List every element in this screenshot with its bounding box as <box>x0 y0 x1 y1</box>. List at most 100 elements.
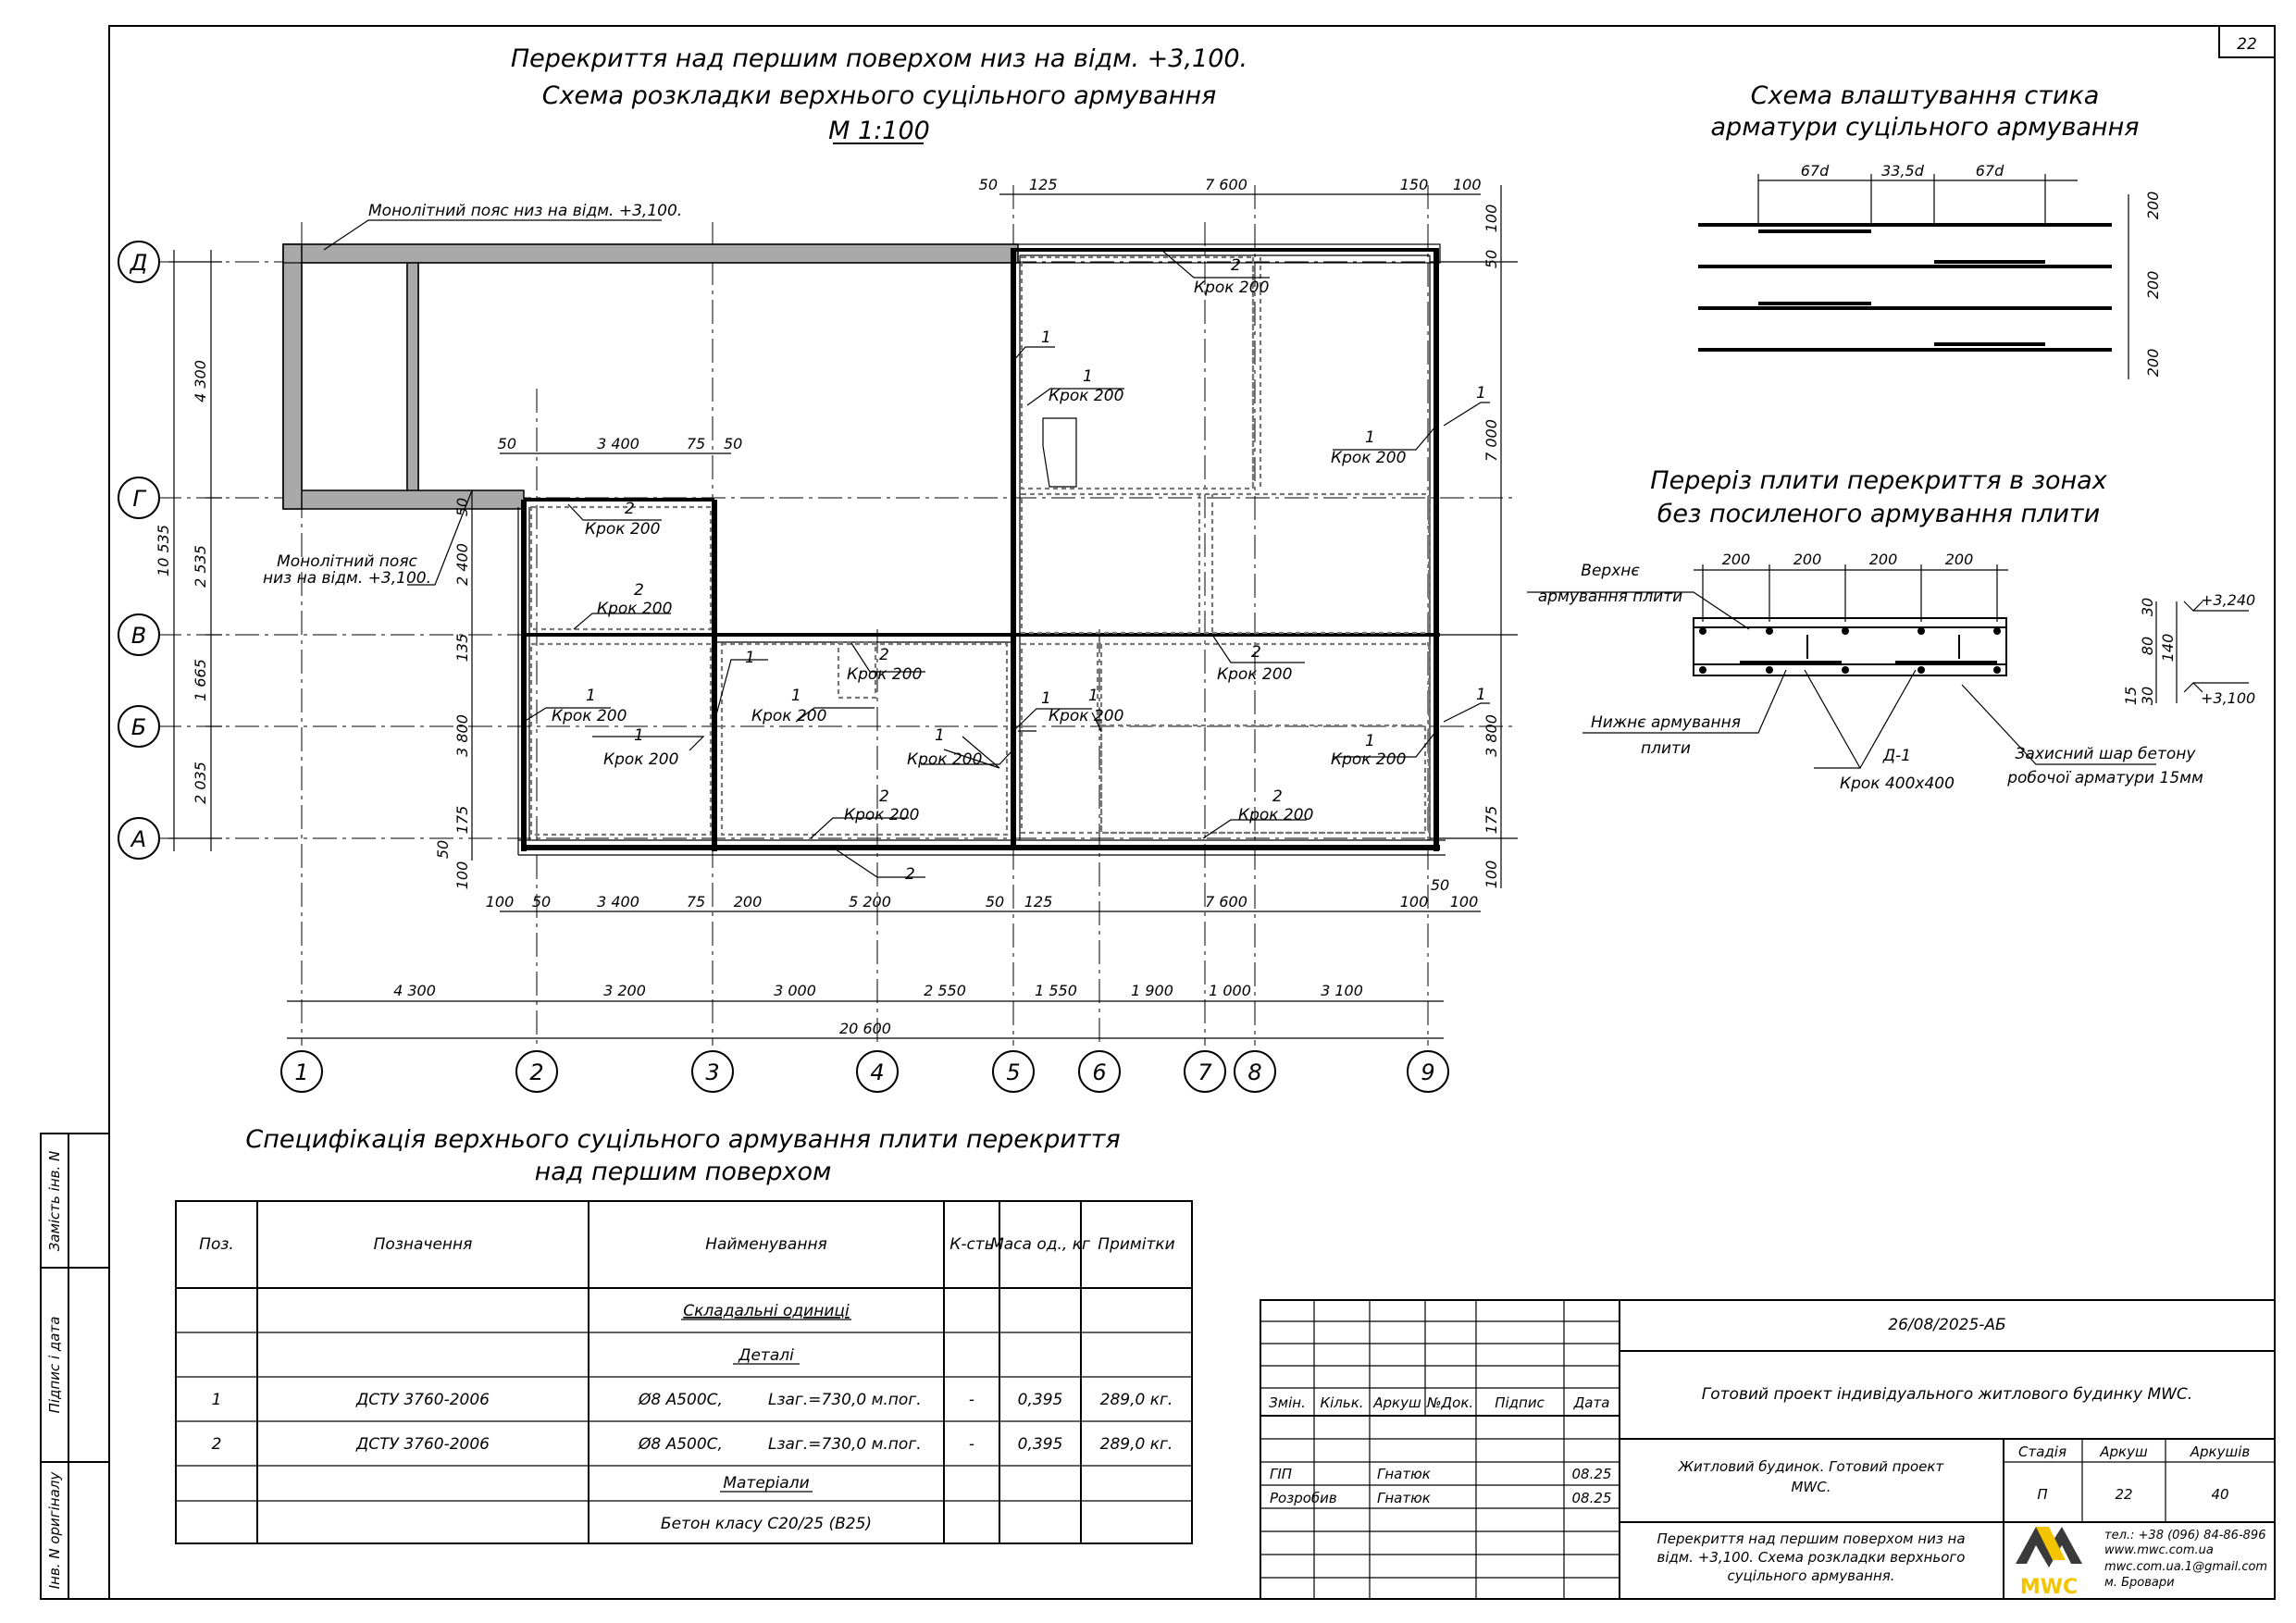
spec-pos: 2 <box>212 1435 222 1454</box>
pos-label: 2 <box>879 646 889 664</box>
dim-lower: 3 400 <box>597 893 639 911</box>
tb-name-2: Гнатюк <box>1377 1490 1431 1506</box>
dim-bottom: 3 000 <box>774 982 816 999</box>
sheet-number: 22 <box>2237 35 2257 54</box>
step-label: Крок 200 <box>847 665 922 684</box>
dim-lower: 100 <box>1400 893 1429 911</box>
step-label: Крок 200 <box>552 707 627 725</box>
section-vdim: 30 <box>2139 687 2156 705</box>
pos-label: 2 <box>879 787 889 806</box>
dim-bottom: 3 200 <box>603 982 646 999</box>
tb-sheets: 40 <box>2211 1486 2228 1503</box>
axis-col-label: 9 <box>1421 1059 1434 1085</box>
pos-label: 2 <box>905 865 915 884</box>
dim-right: 7 000 <box>1483 419 1500 462</box>
tb-contact: м. Бровари <box>2104 1576 2175 1590</box>
joint-title-line2: арматури суцільного армування <box>1711 113 2140 142</box>
joint-dim: 33,5d <box>1881 162 1925 180</box>
dim-left: 1 665 <box>192 659 209 701</box>
dim-lower: 50 <box>532 893 551 911</box>
tb-date-2: 08.25 <box>1572 1490 1612 1506</box>
dim-lower: 100 <box>1450 893 1479 911</box>
axis-col-label: 2 <box>529 1059 543 1085</box>
dim-lower: 7 600 <box>1205 893 1247 911</box>
slab-section: Переріз плити перекриття в зонах без пос… <box>1527 466 2255 793</box>
dim-right: 175 <box>1483 806 1500 835</box>
title-block: Змін. Кільк. Аркуш №Док. Підпис Дата ГІП… <box>1260 1299 2276 1600</box>
dim-bottom: 4 300 <box>393 982 436 999</box>
stamp-orig-inv: Інв. N оригіналу <box>46 1471 63 1590</box>
dim-inner: 100 <box>453 861 471 890</box>
step-label: Крок 200 <box>1238 806 1313 824</box>
spec-section-assemblies: Складальні одиниці <box>683 1302 850 1320</box>
spec-mass: 0,395 <box>1018 1435 1063 1454</box>
spec-header-note: Примітки <box>1098 1235 1174 1254</box>
plan-leaders: Монолітний пояс низ на відм. +3,100. Мон… <box>263 202 1490 884</box>
dim-lower: 75 <box>687 893 705 911</box>
tb-desc-1: Перекриття над першим поверхом низ на <box>1657 1530 1965 1547</box>
axis-col-label: 4 <box>870 1059 884 1085</box>
tb-project: Готовий проект індивідуального житлового… <box>1702 1385 2192 1404</box>
dim-lower: 5 200 <box>849 893 891 911</box>
dim-top: 50 <box>724 435 742 452</box>
dim-inner: 50 <box>453 498 471 516</box>
tb-date-1: 08.25 <box>1572 1466 1612 1482</box>
dim-inner: 175 <box>453 806 471 835</box>
pos-label: 1 <box>586 687 596 705</box>
top-rebar-label-2: армування плити <box>1538 588 1682 606</box>
section-dim: 200 <box>1793 551 1822 568</box>
tb-building-1: Житловий будинок. Готовий проект <box>1678 1458 1945 1475</box>
step-label: Крок 200 <box>1331 449 1406 467</box>
spec-code: ДСТУ 3760-2006 <box>355 1391 490 1409</box>
spec-qty: - <box>969 1391 974 1409</box>
step-label: Крок 200 <box>1194 279 1269 297</box>
spec-row: 1 ДСТУ 3760-2006 Ø8 А500С, Lзаг.=730,0 м… <box>212 1391 1173 1409</box>
step-label: Крок 200 <box>603 750 678 769</box>
spec-header-pos: Поз. <box>199 1235 234 1254</box>
stair-opening <box>1042 417 1077 488</box>
step-label: Крок 200 <box>751 707 826 725</box>
bottom-rebar-label-2: плити <box>1641 739 1691 758</box>
spec-length: Lзаг.=730,0 м.пог. <box>768 1435 922 1454</box>
pos-label: 1 <box>935 726 945 745</box>
section-vdim: 80 <box>2139 637 2156 655</box>
belt-label-left-2: низ на відм. +3,100. <box>263 569 431 588</box>
spec-section-materials: Матеріали <box>723 1474 809 1493</box>
tb-col-header: Змін. <box>1269 1394 1306 1411</box>
tb-col-header: Підпис <box>1495 1394 1545 1411</box>
axis-lines <box>157 185 1518 1046</box>
pos-label: 1 <box>1365 732 1375 750</box>
axis-col-label: 3 <box>705 1059 719 1085</box>
level-top: +3,240 <box>2201 591 2255 609</box>
pos-label: 2 <box>1251 643 1261 662</box>
spec-qty: - <box>969 1435 974 1454</box>
spec-pos: 1 <box>212 1391 222 1409</box>
spec-mass: 0,395 <box>1018 1391 1063 1409</box>
spec-name: Ø8 А500С, <box>638 1435 723 1454</box>
side-stamp: Замість інв. N Підпис і дата Інв. N ориг… <box>40 1133 110 1600</box>
section-dim: 200 <box>1869 551 1898 568</box>
joint-dim: 67d <box>1976 162 2004 180</box>
dim-lower: 50 <box>986 893 1004 911</box>
joint-scheme: Схема влаштування стика арматури суцільн… <box>1698 81 2162 379</box>
pos-label: 1 <box>791 687 801 705</box>
dim-right: 50 <box>1483 250 1500 268</box>
dim-left: 2 535 <box>192 545 209 588</box>
pos-label: 2 <box>1231 256 1241 275</box>
joint-dim-right: 200 <box>2144 271 2162 300</box>
dim-bottom: 2 550 <box>924 982 966 999</box>
spec-header-code: Позначення <box>374 1235 473 1254</box>
sheet-frame: 22 <box>108 25 2276 1600</box>
tb-col-header: №Док. <box>1426 1394 1473 1411</box>
plan-title-line1: Перекриття над першим поверхом низ на ві… <box>511 44 1247 73</box>
axis-col-label: 6 <box>1092 1059 1106 1085</box>
step-label: Крок 200 <box>1049 387 1123 405</box>
row-axis-markers: Д Г В Б А <box>118 241 160 860</box>
dim-bottom-total: 20 600 <box>839 1020 891 1037</box>
dim-lower: 100 <box>486 893 515 911</box>
dim-left: 4 300 <box>192 360 209 403</box>
step-label: Крок 200 <box>1049 707 1123 725</box>
tb-sheets-label: Аркушів <box>2190 1443 2251 1460</box>
top-rebar-label-1: Верхнє <box>1581 562 1640 580</box>
tb-desc-2: відм. +3,100. Схема розкладки верхнього <box>1657 1549 1966 1566</box>
